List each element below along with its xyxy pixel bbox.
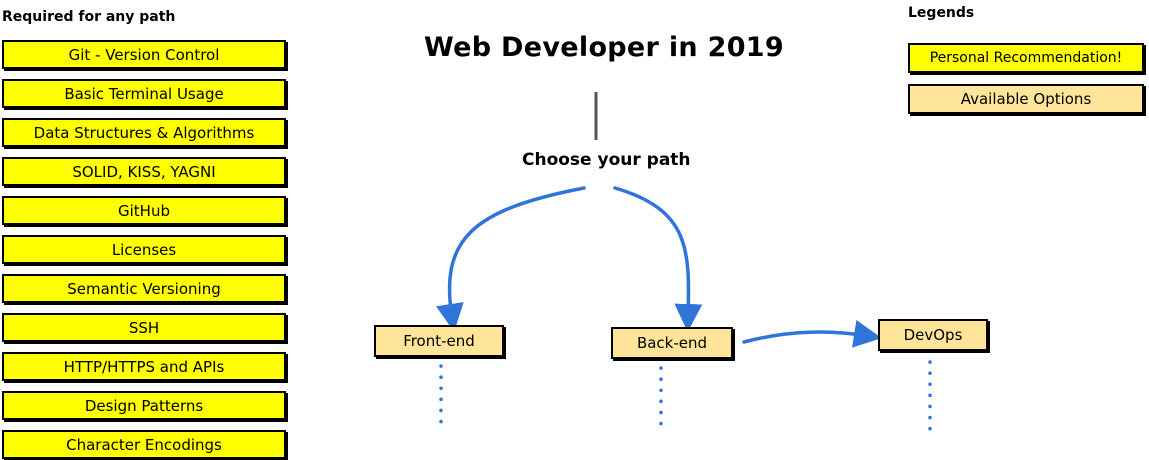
required-item: Basic Terminal Usage xyxy=(2,79,286,108)
required-item: GitHub xyxy=(2,196,286,225)
legend-options: Available Options xyxy=(908,84,1144,114)
required-item: Design Patterns xyxy=(2,391,286,420)
required-item: HTTP/HTTPS and APIs xyxy=(2,352,286,381)
choose-path-label: Choose your path xyxy=(522,150,691,170)
devops-node: DevOps xyxy=(878,319,988,351)
required-item: Character Encodings xyxy=(2,430,286,459)
frontend-node: Front-end xyxy=(374,325,504,357)
legend-heading: Legends xyxy=(908,5,975,21)
arrow-to-frontend xyxy=(436,186,586,332)
required-item: Licenses xyxy=(2,235,286,264)
required-item: Data Structures & Algorithms xyxy=(2,118,286,147)
required-heading: Required for any path xyxy=(2,9,176,25)
arrow-to-devops xyxy=(742,319,882,348)
required-item: Semantic Versioning xyxy=(2,274,286,303)
page-title: Web Developer in 2019 xyxy=(424,32,784,63)
required-item: SSH xyxy=(2,313,286,342)
legend-recommendation: Personal Recommendation! xyxy=(908,43,1144,73)
required-item: SOLID, KISS, YAGNI xyxy=(2,157,286,186)
required-item: Git - Version Control xyxy=(2,40,286,69)
arrow-to-backend xyxy=(613,186,703,332)
backend-node: Back-end xyxy=(611,327,733,359)
